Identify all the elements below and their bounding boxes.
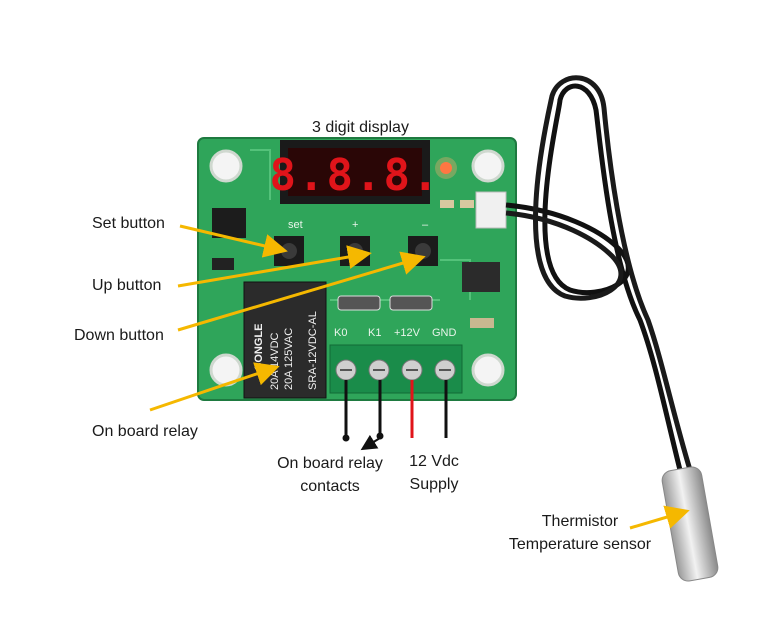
- arrow-icon: [177, 251, 426, 332]
- sensor-connector: [475, 191, 507, 229]
- label-supply-2: Supply: [410, 476, 459, 493]
- screw-terminal-icon: [335, 359, 357, 381]
- label-sensor-2: Temperature sensor: [509, 536, 652, 553]
- label-up-button: Up button: [92, 277, 161, 294]
- relay-brand: SONGLE: [253, 324, 265, 370]
- diode: [389, 295, 433, 311]
- silk-set: set: [288, 219, 303, 231]
- silk-minus: –: [422, 219, 429, 231]
- voltage-regulator: [462, 262, 500, 292]
- screw-terminal-icon: [434, 359, 456, 381]
- display-digits: 8.8.8.: [270, 150, 441, 201]
- smd-component: [212, 258, 234, 270]
- label-contacts-1: On board relay: [277, 455, 383, 472]
- terminal-label-gnd: GND: [432, 327, 457, 339]
- silk-plus: +: [352, 219, 358, 231]
- relay: SRA-12VDC-AL SONGLE 20A 14VDC 20A 125VAC: [243, 281, 327, 399]
- label-supply-1: 12 Vdc: [409, 453, 459, 470]
- mounting-hole-icon: [209, 149, 243, 183]
- mounting-hole-icon: [471, 353, 505, 387]
- arrow-icon: [177, 245, 372, 288]
- terminal-label-k0: K0: [334, 327, 347, 339]
- mounting-hole-icon: [471, 149, 505, 183]
- diode: [337, 295, 381, 311]
- smd-component: [440, 200, 454, 208]
- smd-component: [460, 200, 474, 208]
- screw-terminal-icon: [401, 359, 423, 381]
- relay-rating-2: 20A 125VAC: [283, 328, 295, 390]
- push-button-icon[interactable]: [340, 236, 370, 266]
- terminal-label-12v: +12V: [394, 327, 421, 339]
- smd-component: [470, 318, 494, 328]
- relay-model: SRA-12VDC-AL: [307, 311, 319, 390]
- arrow-icon: [149, 362, 280, 412]
- label-contacts-2: contacts: [300, 478, 360, 495]
- ic-chip: [212, 208, 246, 238]
- arrow-icon: [629, 505, 690, 530]
- screw-terminal-icon: [368, 359, 390, 381]
- label-display: 3 digit display: [312, 119, 409, 136]
- thermistor-probe: [661, 466, 719, 582]
- arrow-icon: [179, 224, 288, 258]
- label-down-button: Down button: [74, 327, 164, 344]
- label-relay: On board relay: [92, 423, 198, 440]
- status-led-icon: [440, 162, 452, 174]
- led-display: 8.8.8.: [270, 140, 457, 204]
- thermistor-cable: [505, 75, 693, 471]
- contact-arrow: [360, 434, 381, 451]
- relay-rating-1: 20A 14VDC: [269, 332, 281, 390]
- label-set-button: Set button: [92, 215, 165, 232]
- push-button-icon[interactable]: [274, 236, 304, 266]
- label-sensor-1: Thermistor: [542, 513, 619, 530]
- terminal-label-k1: K1: [368, 327, 381, 339]
- terminal-block: [329, 344, 463, 394]
